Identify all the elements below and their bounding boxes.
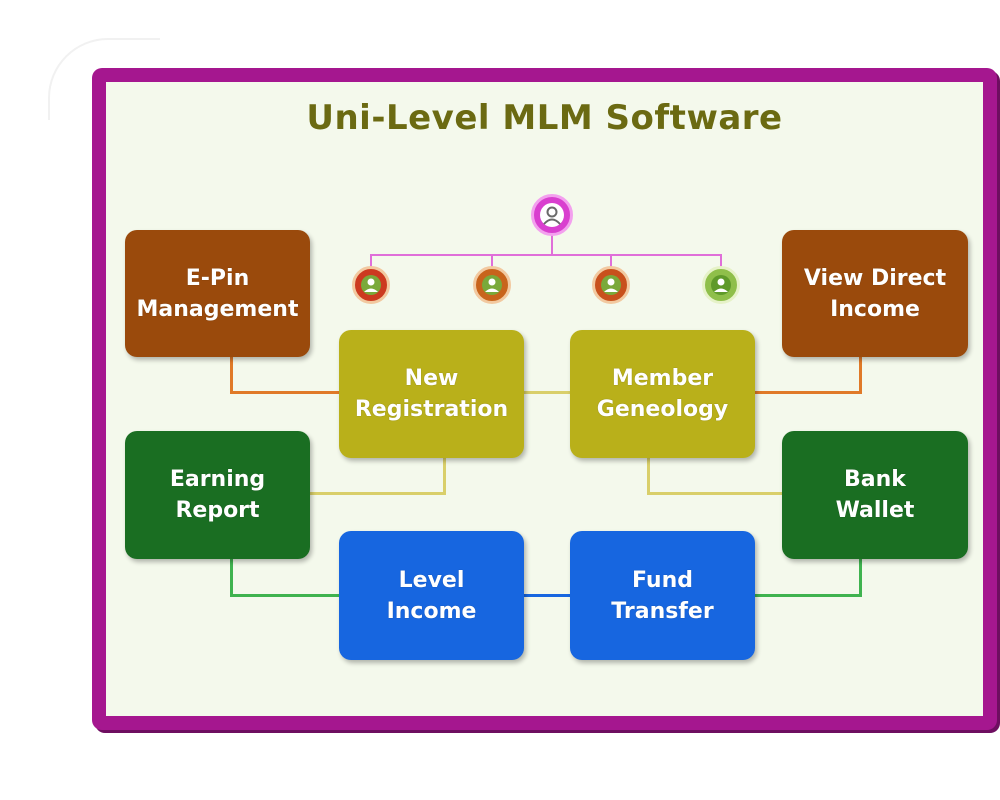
- fund-transfer-box: Fund Transfer: [570, 531, 755, 660]
- earning-report-box: Earning Report: [125, 431, 310, 559]
- wallet-label-line2: Wallet: [835, 498, 915, 523]
- connector-epin-registration-h: [230, 391, 340, 394]
- view-direct-label-line1: View Direct: [803, 265, 947, 291]
- earning-label-line1: Earning: [169, 467, 266, 492]
- earning-label-line2: Report: [175, 498, 260, 523]
- tree-branch-4: [720, 254, 722, 268]
- connector-genealogy-direct-v: [859, 357, 862, 394]
- view-direct-income-box: View Direct Income: [782, 230, 968, 357]
- new-registration-box: New Registration: [339, 330, 524, 458]
- root-user-avatar-icon: [531, 194, 573, 236]
- genealogy-label-line2: Geneology: [596, 397, 729, 422]
- connector-registration-earning-v: [443, 458, 446, 495]
- connector-transfer-wallet-h: [754, 594, 862, 597]
- epin-label-line1: E-Pin: [185, 265, 250, 291]
- view-direct-label-line2: Income: [830, 296, 920, 322]
- child-user-avatar-icon-2: [473, 266, 511, 304]
- diagram-title: Uni-Level MLM Software: [306, 98, 783, 138]
- fund-transfer-label-line2: Transfer: [611, 598, 714, 624]
- child-user-avatar-icon-3: [592, 266, 630, 304]
- connector-earning-level-h: [230, 594, 340, 597]
- connector-genealogy-wallet-h: [647, 492, 783, 495]
- connector-genealogy-wallet-v: [647, 458, 650, 495]
- wallet-label-line1: Bank: [844, 467, 906, 492]
- bank-wallet-box: Bank Wallet: [782, 431, 968, 559]
- child-user-avatar-icon-4: [702, 266, 740, 304]
- diagram-frame: [92, 68, 997, 730]
- tree-branch-1: [370, 254, 372, 268]
- level-income-label-line2: Income: [386, 598, 477, 624]
- registration-label-line1: New: [404, 366, 459, 391]
- tree-branch-2: [491, 254, 493, 268]
- level-income-box: Level Income: [339, 531, 524, 660]
- fund-transfer-label-line1: Fund: [631, 567, 693, 593]
- genealogy-label-line1: Member: [611, 366, 714, 391]
- connector-transfer-wallet-v: [859, 558, 862, 597]
- tree-horizontal-bar: [370, 254, 721, 256]
- child-user-avatar-icon-1: [352, 266, 390, 304]
- connector-genealogy-direct-h: [754, 391, 862, 394]
- connector-epin-registration-v: [230, 356, 233, 393]
- epin-label-line2: Management: [136, 296, 299, 322]
- member-genealogy-box: Member Geneology: [570, 330, 755, 458]
- connector-registration-earning-h: [310, 492, 446, 495]
- epin-management-box: E-Pin Management: [125, 230, 310, 357]
- registration-label-line2: Registration: [354, 397, 509, 422]
- connector-level-transfer: [523, 594, 571, 597]
- level-income-label-line1: Level: [398, 567, 465, 593]
- connector-registration-genealogy: [523, 391, 571, 394]
- tree-branch-3: [610, 254, 612, 268]
- connector-earning-level-v: [230, 558, 233, 597]
- tree-root-stem: [551, 232, 553, 255]
